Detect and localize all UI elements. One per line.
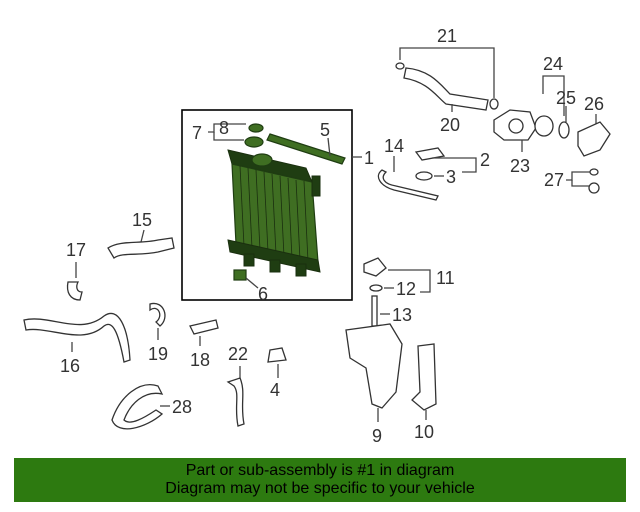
leader-6 bbox=[245, 277, 259, 289]
callout-9[interactable]: 9 bbox=[372, 426, 382, 446]
part-21-clamp[interactable] bbox=[395, 62, 405, 70]
leader-27-bottom bbox=[571, 180, 590, 187]
callout-27[interactable]: 27 bbox=[544, 170, 564, 190]
part-27-bolt-1[interactable] bbox=[589, 168, 599, 176]
callout-12[interactable]: 12 bbox=[396, 279, 416, 299]
part-6-drain-plug[interactable] bbox=[233, 269, 247, 281]
callout-13[interactable]: 13 bbox=[392, 305, 412, 325]
part-27-bolt-2[interactable] bbox=[588, 182, 600, 194]
part-14-hose[interactable] bbox=[377, 169, 439, 201]
callout-26[interactable]: 26 bbox=[584, 94, 604, 114]
part-9-reservoir-tank[interactable] bbox=[345, 323, 403, 409]
part-7-cap[interactable] bbox=[244, 136, 264, 148]
callout-15[interactable]: 15 bbox=[132, 210, 152, 230]
callout-16[interactable]: 16 bbox=[60, 356, 80, 376]
part-21-ring[interactable] bbox=[489, 98, 499, 110]
banner-line-1: Part or sub-assembly is #1 in diagram bbox=[185, 462, 455, 479]
radiator[interactable] bbox=[227, 149, 321, 277]
callout-4[interactable]: 4 bbox=[270, 380, 280, 400]
callout-28[interactable]: 28 bbox=[172, 397, 192, 417]
part-24-thermostat[interactable] bbox=[534, 115, 554, 137]
part-5-seal[interactable] bbox=[266, 133, 346, 165]
leader-21 bbox=[399, 47, 495, 98]
leader-7-top bbox=[208, 123, 246, 133]
callout-8[interactable]: 8 bbox=[219, 118, 229, 138]
assembly-box bbox=[181, 109, 353, 301]
callout-25[interactable]: 25 bbox=[556, 88, 576, 108]
leader-5 bbox=[327, 137, 331, 157]
notice-banner: Part or sub-assembly is #1 in diagram Di… bbox=[14, 458, 626, 502]
part-13-tube[interactable] bbox=[371, 295, 378, 327]
part-20-water-pipe[interactable] bbox=[403, 67, 489, 111]
part-2-bracket[interactable] bbox=[414, 147, 446, 161]
callout-3[interactable]: 3 bbox=[446, 167, 456, 187]
callout-14[interactable]: 14 bbox=[384, 136, 404, 156]
callout-1[interactable]: 1 bbox=[364, 148, 374, 168]
callout-18[interactable]: 18 bbox=[190, 350, 210, 370]
callout-2[interactable]: 2 bbox=[480, 150, 490, 170]
callout-5[interactable]: 5 bbox=[320, 120, 330, 140]
callout-17[interactable]: 17 bbox=[66, 240, 86, 260]
callout-6[interactable]: 6 bbox=[258, 284, 268, 304]
part-28-hose[interactable] bbox=[111, 384, 164, 430]
leader-7-bottom bbox=[213, 132, 244, 141]
part-12-seal[interactable] bbox=[369, 284, 383, 292]
callout-24[interactable]: 24 bbox=[543, 54, 563, 74]
part-3-cushion[interactable] bbox=[415, 171, 433, 181]
leader-24 bbox=[542, 75, 565, 116]
callout-22[interactable]: 22 bbox=[228, 344, 248, 364]
leader-11 bbox=[388, 269, 431, 293]
part-26-cover[interactable] bbox=[577, 121, 611, 157]
part-15-hose[interactable] bbox=[107, 237, 175, 259]
part-16-lower-hose[interactable] bbox=[23, 312, 131, 363]
part-10-bracket[interactable] bbox=[411, 343, 437, 411]
part-23-port bbox=[508, 118, 524, 134]
leader-2 bbox=[432, 157, 477, 173]
part-22-hose[interactable] bbox=[226, 377, 245, 427]
part-17-clip[interactable] bbox=[66, 281, 83, 301]
banner-line-2: Diagram may not be specific to your vehi… bbox=[165, 480, 475, 497]
callout-7[interactable]: 7 bbox=[192, 123, 202, 143]
part-18-hose[interactable] bbox=[189, 319, 219, 335]
part-19-hose[interactable] bbox=[149, 302, 166, 327]
parts-diagram: 1 5 7 8 6 21 20 24 25 bbox=[23, 26, 611, 446]
part-8-seal[interactable] bbox=[248, 123, 264, 133]
part-25-gasket[interactable] bbox=[558, 121, 570, 139]
callout-20[interactable]: 20 bbox=[440, 115, 460, 135]
callout-11[interactable]: 11 bbox=[436, 268, 455, 288]
callout-23[interactable]: 23 bbox=[510, 156, 530, 176]
callout-19[interactable]: 19 bbox=[148, 344, 168, 364]
part-4-cap[interactable] bbox=[267, 347, 287, 363]
callout-10[interactable]: 10 bbox=[414, 422, 434, 442]
leader-27-top bbox=[566, 171, 590, 181]
callout-21[interactable]: 21 bbox=[437, 26, 457, 46]
part-11-reservoir-cap[interactable] bbox=[363, 257, 387, 277]
